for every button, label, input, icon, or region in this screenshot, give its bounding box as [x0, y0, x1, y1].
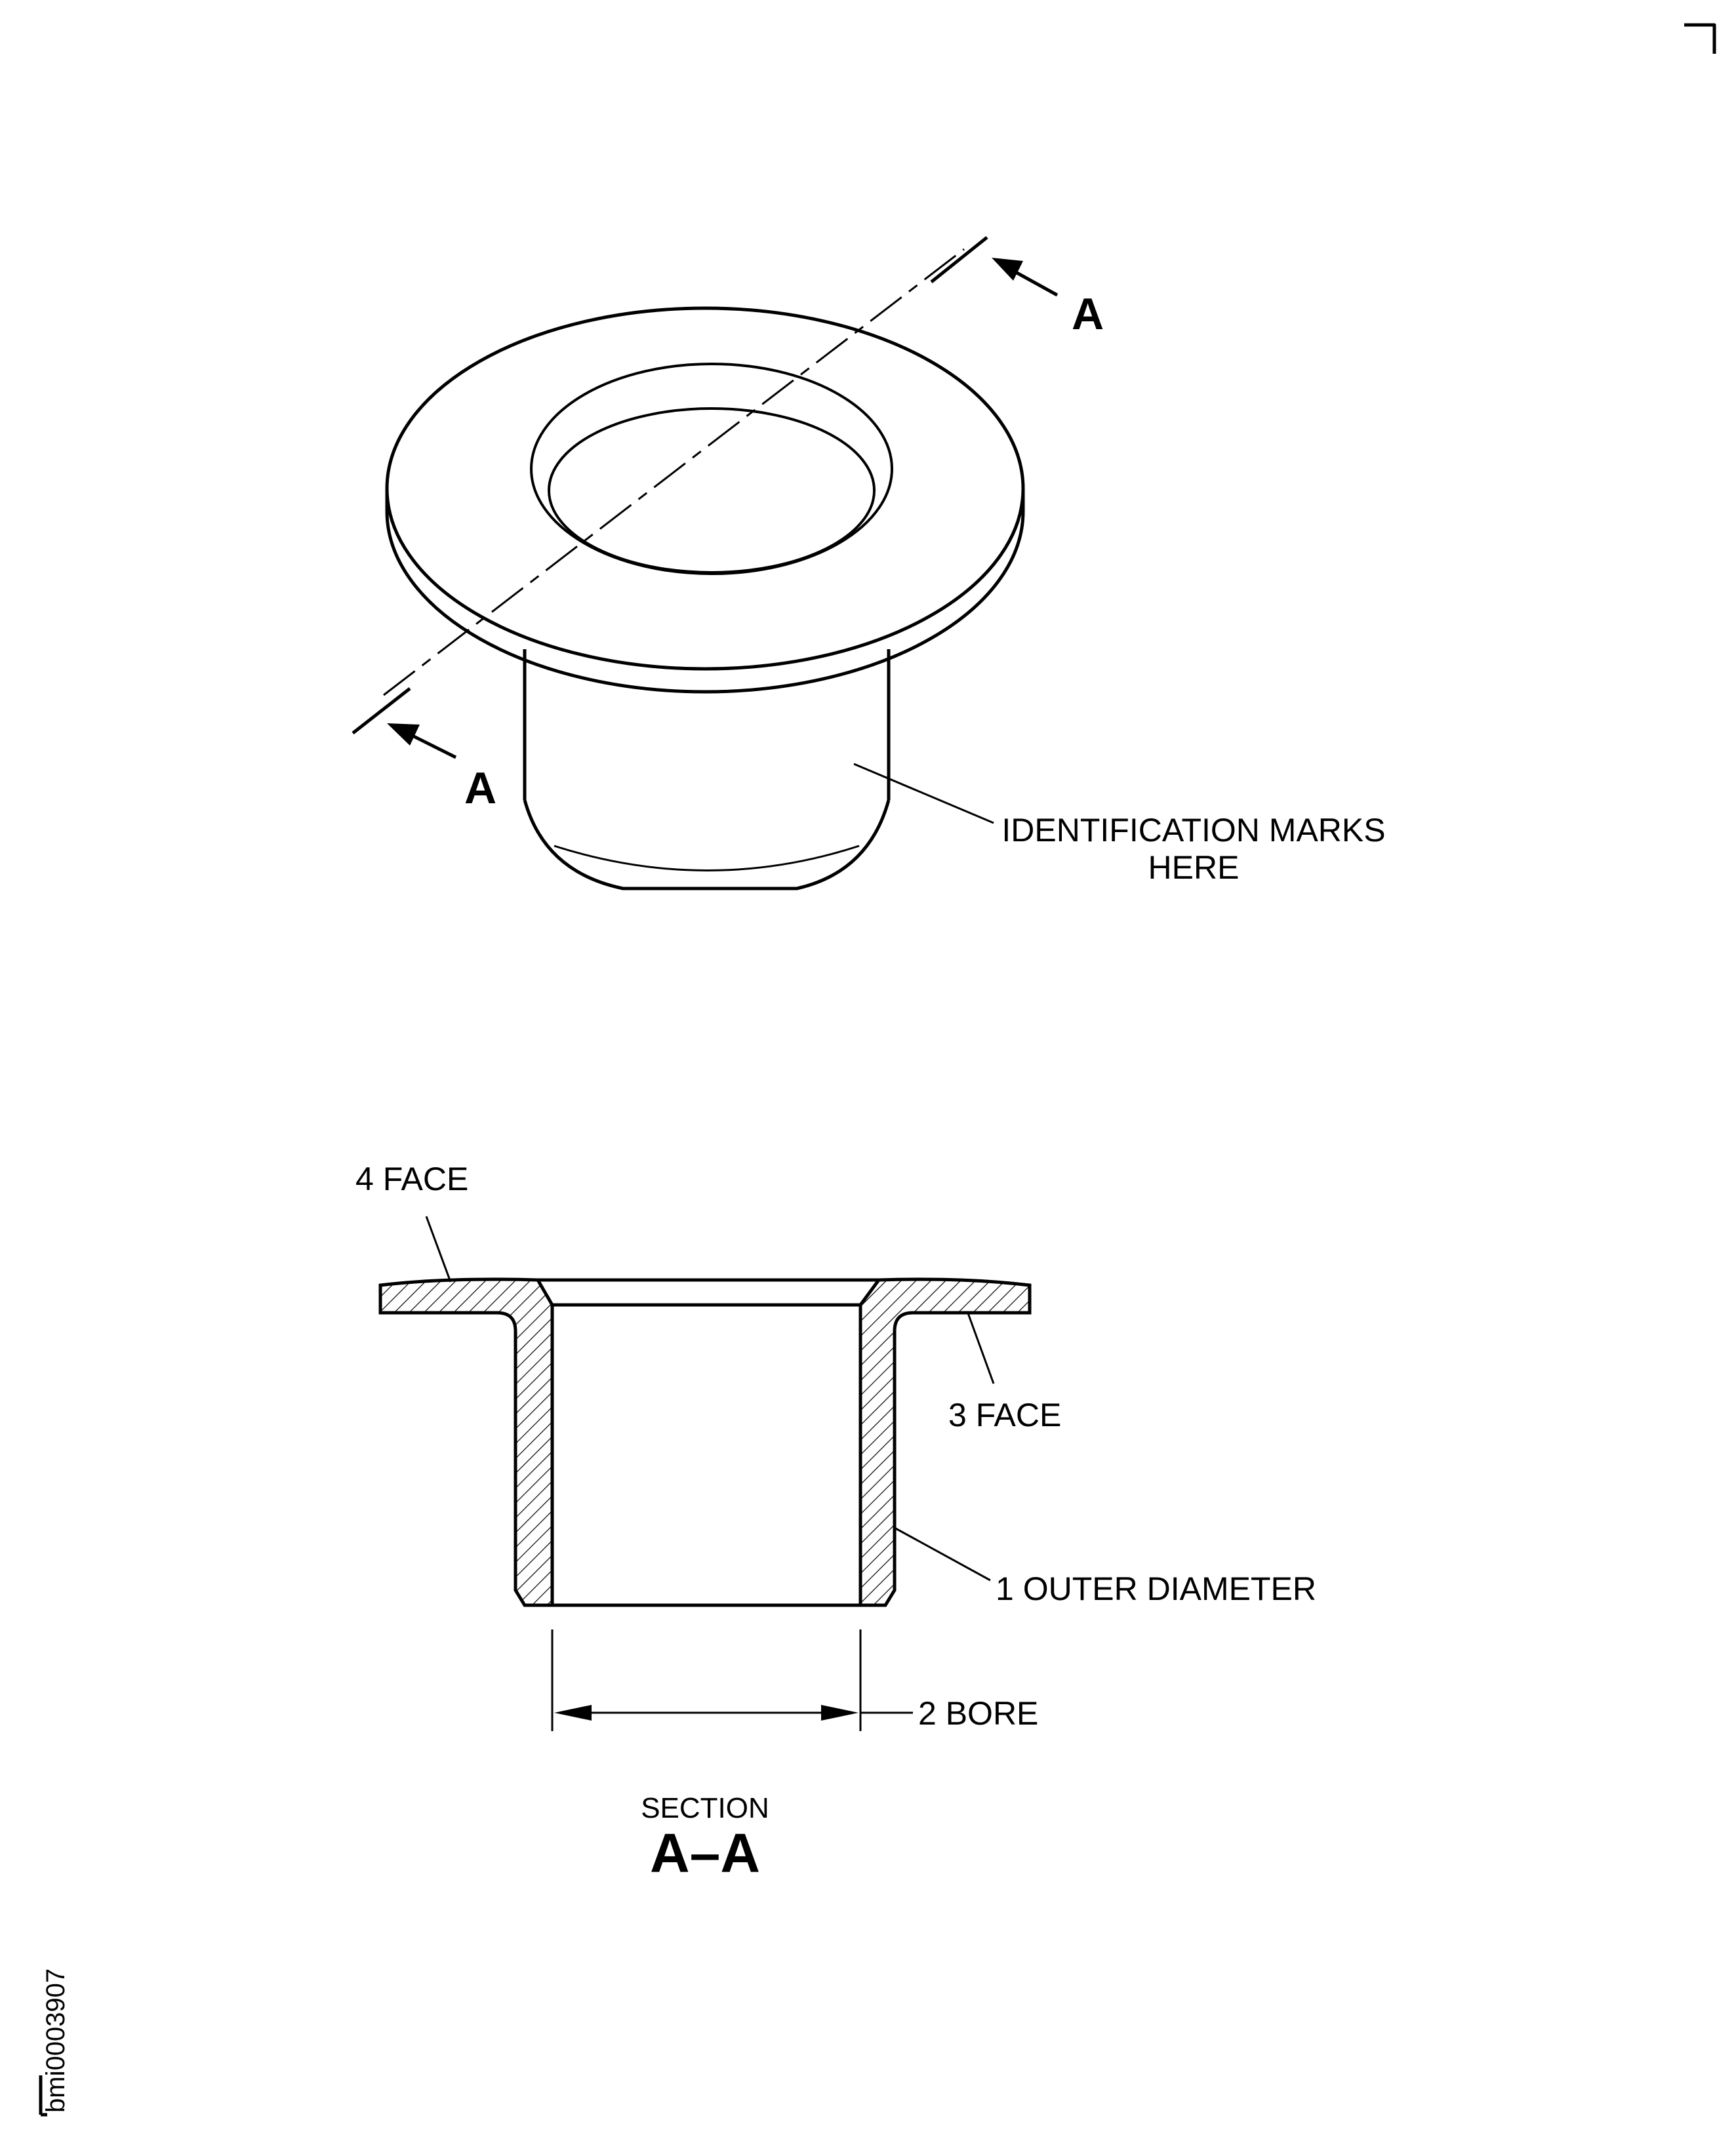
- section-letter-lower: A: [464, 763, 496, 813]
- section-arrow-lower: [387, 723, 457, 759]
- sleeve-body: [523, 649, 891, 890]
- section-name: A–A: [650, 1822, 760, 1884]
- face4-label: 4 FACE: [355, 1161, 468, 1197]
- corner-crop-mark: [1684, 23, 1716, 54]
- section-arrow-upper: [992, 258, 1059, 297]
- section-left-wall: [378, 1277, 554, 1607]
- outer-diameter-label: 1 OUTER DIAMETER: [996, 1570, 1316, 1607]
- figure-id: bmi0003907: [41, 1968, 70, 2113]
- face3-label: 3 FACE: [948, 1397, 1061, 1433]
- bore-opening: [530, 363, 893, 575]
- identification-marks-label: IDENTIFICATION MARKS: [1001, 812, 1385, 849]
- figure-id-block: bmi0003907: [39, 1968, 70, 2117]
- isometric-view: A A IDENTIFICATION MARKS HERE: [352, 236, 1386, 890]
- section-bore: [525, 1278, 885, 1607]
- bore-dimension: [551, 1629, 913, 1731]
- outer-diameter-leader: [894, 1527, 991, 1582]
- identification-marks-label-2: HERE: [1148, 849, 1240, 886]
- face3-leader: [966, 1311, 995, 1384]
- section-label: SECTION: [641, 1792, 769, 1824]
- identification-leader: [853, 763, 994, 824]
- bore-label: 2 BORE: [918, 1695, 1038, 1732]
- section-letter-upper: A: [1072, 289, 1104, 339]
- section-view: 4 FACE 3 FACE 1 OUTER DIAMETER 2 BORE SE…: [355, 1161, 1316, 1884]
- section-right-wall: [858, 1277, 1032, 1607]
- face4-leader: [425, 1216, 452, 1283]
- section-cut-line: [352, 236, 988, 734]
